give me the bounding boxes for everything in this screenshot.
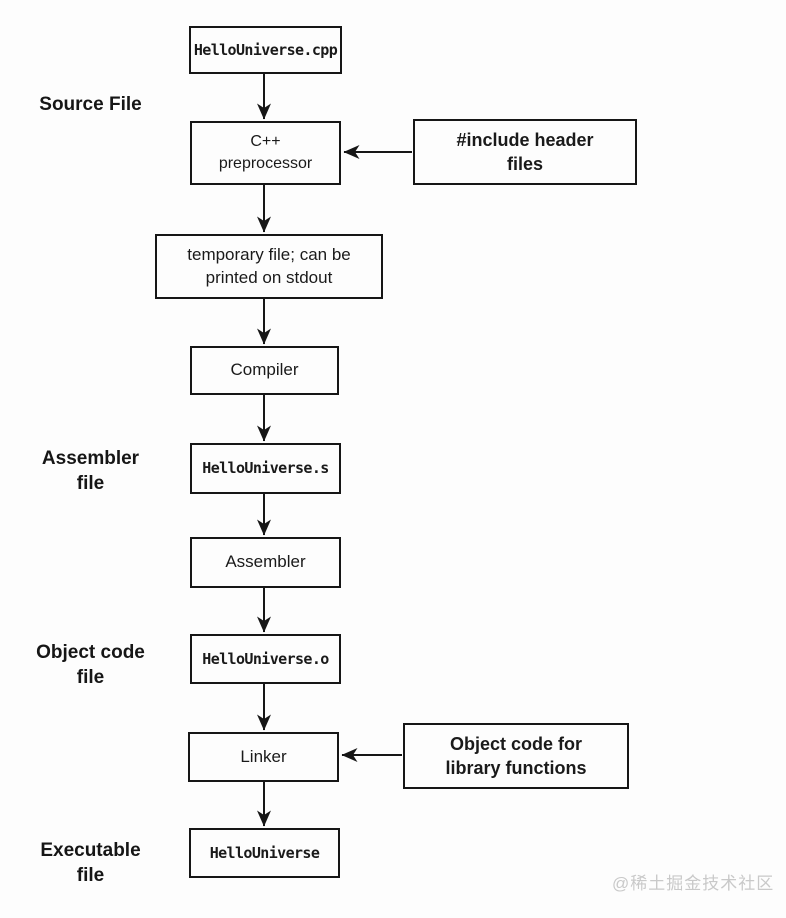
node-executable-file: HelloUniverse: [189, 828, 340, 878]
node-source-file: HelloUniverse.cpp: [189, 26, 342, 74]
stage-label-executable-file: Executable file: [40, 840, 141, 887]
node-library-object-code: Object code for library functions: [403, 723, 629, 789]
stage-label-object-code-file: Object code file: [36, 642, 145, 689]
stage-label-assembler-file: Assembler file: [41, 448, 140, 495]
node-temp-file: temporary file; can be printed on stdout: [155, 234, 383, 299]
node-preprocessor: C++ preprocessor: [190, 121, 341, 185]
node-object-file: HelloUniverse.o: [190, 634, 341, 684]
stage-label-source-file: Source File: [39, 94, 142, 115]
node-assembler: Assembler: [190, 537, 341, 588]
node-linker: Linker: [188, 732, 339, 782]
node-include-header-files: #include header files: [413, 119, 637, 185]
node-compiler: Compiler: [190, 346, 339, 395]
node-assembly-file: HelloUniverse.s: [190, 443, 341, 494]
watermark: @稀土掘金技术社区: [612, 874, 775, 893]
